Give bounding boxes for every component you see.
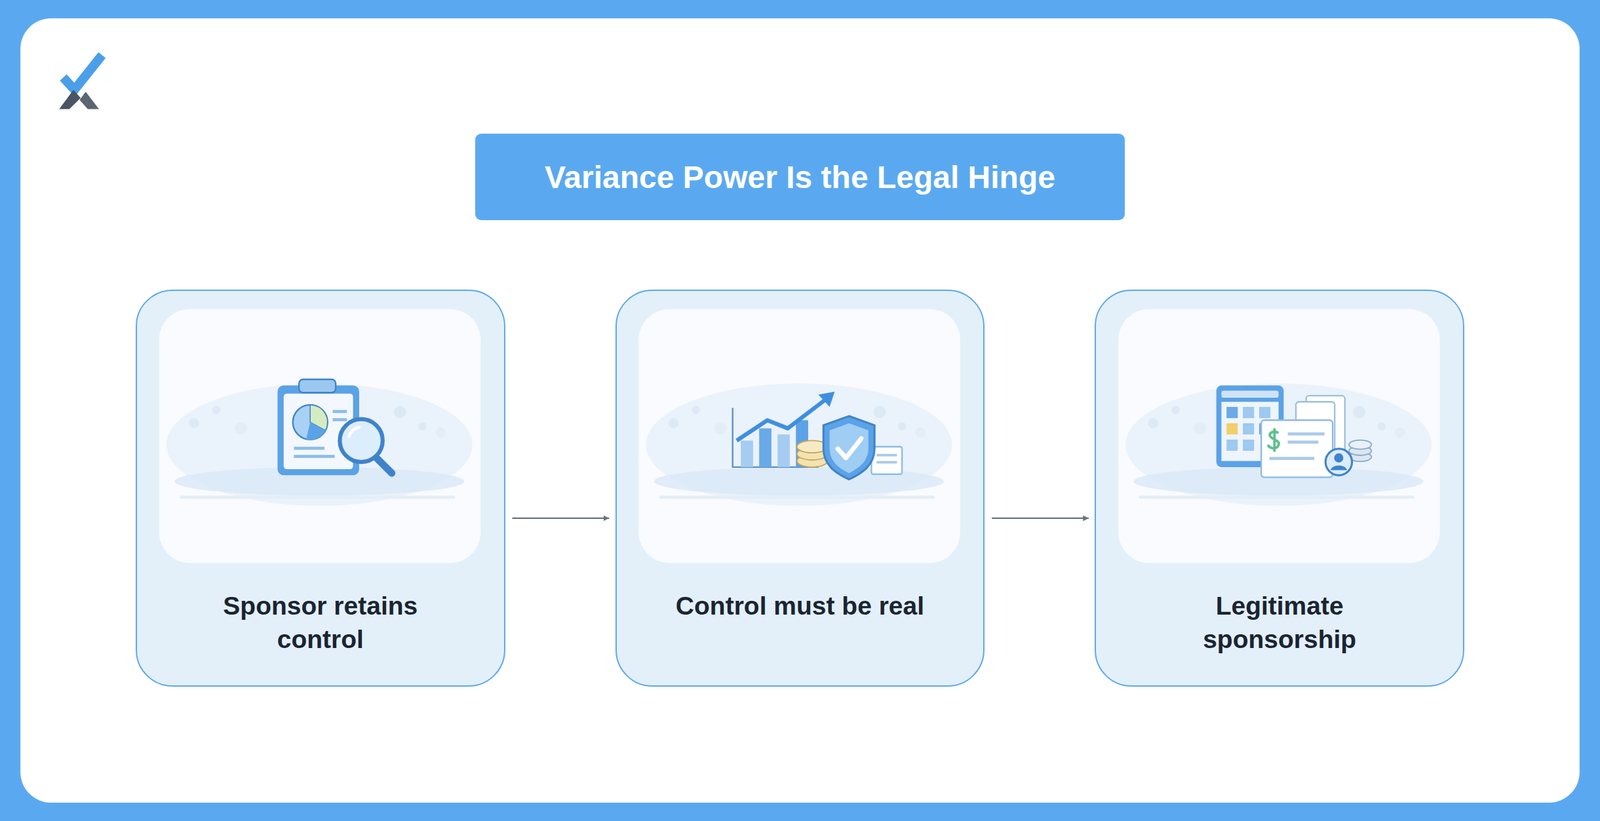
growth-shield-icon	[732, 408, 819, 468]
calculator-documents-icon	[1226, 423, 1238, 435]
growth-shield-icon	[736, 399, 827, 442]
growth-shield-icon	[876, 461, 897, 465]
title-banner: Variance Power Is the Legal Hinge	[475, 133, 1125, 221]
step-label: Control must be real	[675, 589, 925, 623]
clipboard-icon	[293, 447, 325, 451]
growth-shield-icon	[823, 416, 875, 480]
growth-shield-icon	[871, 447, 902, 475]
growth-shield-icon	[777, 434, 790, 468]
calculator-documents-icon	[1226, 439, 1238, 451]
calculator-documents-icon	[1325, 448, 1352, 476]
illustration-panel	[1118, 309, 1440, 564]
clipboard-icon	[292, 405, 328, 440]
step-card: Sponsor retains control	[135, 289, 506, 687]
growth-shield-icon	[759, 428, 772, 468]
calculator-documents-icon	[1259, 407, 1271, 419]
clipboard-icon	[277, 379, 392, 476]
page-card	[20, 18, 1580, 803]
growth-shield-icon	[740, 440, 754, 467]
illustration-panel	[159, 309, 481, 564]
calculator-documents-icon	[1221, 390, 1279, 398]
growth-shield-icon	[837, 438, 862, 459]
logo	[63, 55, 103, 90]
clipboard-icon	[375, 456, 392, 474]
calculator-documents-icon	[1216, 385, 1372, 478]
growth-shield-icon	[732, 391, 902, 480]
calculator-documents-icon	[1261, 420, 1333, 478]
calculator-documents-icon	[1287, 432, 1325, 436]
growth-shield-icon	[797, 454, 828, 468]
clipboard-icon	[332, 410, 348, 414]
calculator-documents-icon	[1242, 423, 1254, 435]
calculator-documents-icon	[1333, 453, 1344, 463]
flow-arrow	[511, 517, 609, 520]
growth-shield-icon	[797, 447, 828, 461]
calculator-documents-icon	[1268, 429, 1279, 451]
step-card: Legitimate sponsorship	[1094, 289, 1465, 687]
clipboard-icon	[283, 393, 354, 470]
calculator-documents-icon	[1287, 440, 1319, 444]
calculator-documents-icon	[1242, 439, 1254, 451]
logo	[58, 89, 81, 110]
growth-shield-icon	[818, 391, 836, 408]
calculator-documents-icon	[1226, 407, 1238, 419]
growth-shield-icon	[876, 454, 897, 457]
clipboard-icon	[277, 385, 360, 476]
calculator-documents-icon	[1348, 446, 1372, 456]
calculator-documents-icon	[1330, 466, 1347, 471]
step-label: Sponsor retains control	[195, 589, 446, 657]
clipboard-icon	[310, 405, 328, 431]
calculator-documents-icon	[1221, 401, 1279, 461]
clipboard-icon	[339, 419, 383, 463]
calculator-documents-icon	[1348, 440, 1372, 450]
growth-shield-icon	[795, 420, 809, 468]
calculator-documents-icon	[1259, 423, 1271, 435]
calculator-documents-icon	[1242, 407, 1254, 419]
calculator-documents-icon	[1269, 456, 1315, 461]
clipboard-icon	[293, 454, 335, 459]
growth-shield-icon	[797, 440, 828, 453]
clipboard-icon	[348, 427, 360, 437]
illustration-panel	[159, 309, 1441, 564]
growth-shield-icon	[829, 423, 869, 474]
logo	[79, 91, 99, 109]
calculator-documents-icon	[1306, 395, 1346, 453]
calculator-documents-icon	[1295, 401, 1335, 459]
clipboard-icon	[332, 418, 348, 422]
flow-arrow	[991, 517, 1089, 520]
logo	[58, 55, 102, 109]
clipboard-icon	[306, 422, 326, 440]
step-card: Control must be real	[615, 289, 986, 687]
calculator-documents-icon	[1348, 452, 1372, 462]
calculator-documents-icon	[1216, 385, 1285, 468]
clipboard-icon	[298, 379, 336, 393]
step-label: Legitimate sponsorship	[1154, 589, 1405, 657]
illustration-panel	[639, 309, 961, 564]
